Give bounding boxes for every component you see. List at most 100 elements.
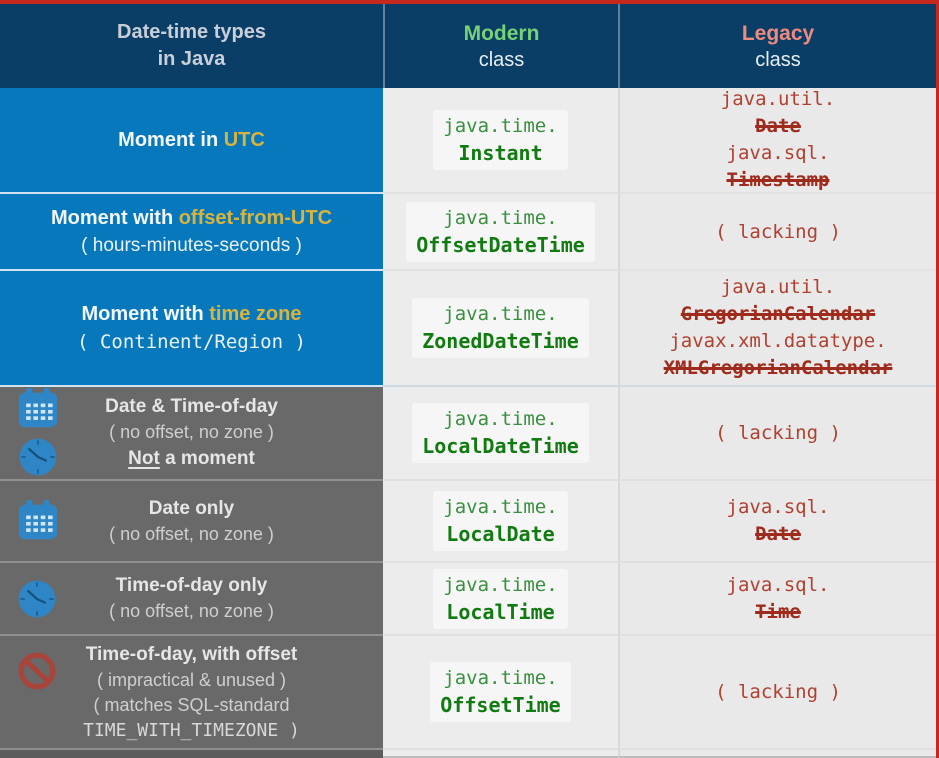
header-legacy-label: Legacy xyxy=(741,21,815,45)
modern-class: Instant xyxy=(458,141,543,165)
row-title: Time-of-day, with offset xyxy=(85,643,298,665)
calendar-icon xyxy=(18,388,58,428)
modern-class-cell: java.time. LocalDateTime xyxy=(383,387,618,481)
legacy-code: java.util. Date java.sql. Timestamp xyxy=(721,86,835,194)
row-moment-utc-label: Moment in UTC xyxy=(0,88,383,194)
modern-class: OffsetDateTime xyxy=(416,232,585,257)
row-subline: ( no offset, no zone ) xyxy=(109,601,274,621)
legacy-package: java.sql. xyxy=(726,142,830,164)
modern-package: java.time. xyxy=(443,667,558,689)
legacy-class-cell: java.util. GregorianCalendar javax.xml.d… xyxy=(618,271,936,387)
row-title-highlight: UTC xyxy=(223,129,265,151)
row-title-text: Moment in xyxy=(118,129,224,151)
row-title: Moment with offset-from-UTC xyxy=(51,204,332,232)
modern-class-cell: java.time. Instant xyxy=(383,88,618,194)
modern-package: java.time. xyxy=(443,408,558,430)
legacy-class-cell: java.sql. Time xyxy=(618,563,936,636)
row-title-highlight: offset-from-UTC xyxy=(178,207,333,229)
prohibited-icon xyxy=(18,652,56,690)
modern-code: java.time. LocalTime xyxy=(433,568,568,629)
row-date-only-label: Date only ( no offset, no zone ) xyxy=(0,481,383,563)
row-time-with-offset-label: Time-of-day, with offset ( impractical &… xyxy=(0,636,383,750)
row-moment-utc: Moment in UTC java.time. Instant java.ut… xyxy=(0,88,936,194)
header-legacy-sub: class xyxy=(755,48,801,71)
bottom-edge-right xyxy=(618,750,936,758)
calendar-icon xyxy=(18,500,58,540)
modern-class-cell: java.time. ZonedDateTime xyxy=(383,271,618,387)
row-date-time-of-day-label: Date & Time-of-day ( no offset, no zone … xyxy=(0,387,383,481)
legacy-class-struck: Date xyxy=(755,115,801,137)
modern-class: OffsetTime xyxy=(440,693,561,717)
row-icons xyxy=(16,563,58,634)
row-subline: ( impractical & unused ) xyxy=(96,669,287,690)
row-note-underlined: Not xyxy=(128,448,160,469)
header-row: Date-time types in Java Modern class Leg… xyxy=(0,4,936,88)
row-subline2: ( matches SQL-standard xyxy=(93,694,290,715)
legacy-code: java.sql. Date xyxy=(727,494,830,548)
header-types-line2: in Java xyxy=(157,48,226,70)
row-moment-zone: Moment with time zone ( Continent/Region… xyxy=(0,271,936,387)
header-modern: Modern class xyxy=(383,4,618,88)
row-title: Date & Time-of-day xyxy=(105,396,278,417)
bottom-edge-left xyxy=(0,750,383,758)
row-subline: ( hours-minutes-seconds ) xyxy=(81,235,302,256)
row-icons xyxy=(16,387,60,479)
legacy-class-cell: java.util. Date java.sql. Timestamp xyxy=(618,88,936,194)
modern-class-cell: java.time. LocalTime xyxy=(383,563,618,636)
header-modern-sub: class xyxy=(478,48,525,71)
row-moment-offset-label: Moment with offset-from-UTC ( hours-minu… xyxy=(0,194,383,271)
header-types: Date-time types in Java xyxy=(0,4,383,88)
legacy-lacking: ( lacking ) xyxy=(715,422,841,444)
legacy-class-struck: Time xyxy=(755,600,801,623)
legacy-package: java.sql. xyxy=(726,496,830,518)
legacy-package: javax.xml.datatype. xyxy=(669,330,887,352)
modern-class: LocalDateTime xyxy=(422,434,579,458)
clock-icon xyxy=(19,438,57,476)
modern-class: LocalTime xyxy=(446,599,555,624)
row-subline: ( Continent/Region ) xyxy=(77,331,306,353)
modern-package: java.time. xyxy=(443,303,558,325)
clock-icon xyxy=(18,580,56,617)
modern-class-cell: java.time. OffsetTime xyxy=(383,636,618,750)
legacy-lacking: ( lacking ) xyxy=(715,681,841,703)
modern-package: java.time. xyxy=(443,573,558,596)
legacy-class-cell: ( lacking ) xyxy=(618,387,936,481)
legacy-class-cell: java.sql. Date xyxy=(618,481,936,563)
bottom-edge-mid xyxy=(383,750,618,758)
row-subline3: TIME_WITH_TIMEZONE ) xyxy=(83,719,300,741)
row-title-text: Moment with xyxy=(81,303,210,325)
modern-code: java.time. Instant xyxy=(433,110,568,170)
modern-package: java.time. xyxy=(443,496,558,518)
legacy-code: java.util. GregorianCalendar javax.xml.d… xyxy=(664,274,893,382)
legacy-class-struck: Date xyxy=(755,523,801,545)
row-moment-zone-label: Moment with time zone ( Continent/Region… xyxy=(0,271,383,387)
row-subline: ( no offset, no zone ) xyxy=(109,422,274,442)
modern-class: LocalDate xyxy=(446,522,555,546)
row-title-highlight: time zone xyxy=(209,303,302,325)
modern-code: java.time. OffsetTime xyxy=(430,662,571,722)
legacy-package: java.sql. xyxy=(726,573,830,596)
legacy-class-struck: Timestamp xyxy=(726,169,830,191)
modern-class: ZonedDateTime xyxy=(422,329,579,353)
row-note: Not a moment xyxy=(128,445,255,472)
legacy-code: java.sql. Time xyxy=(727,572,830,626)
modern-code: java.time. ZonedDateTime xyxy=(412,298,589,358)
row-icons xyxy=(16,636,58,748)
modern-code: java.time. LocalDate xyxy=(433,491,568,551)
modern-class-cell: java.time. OffsetDateTime xyxy=(383,194,618,271)
modern-code: java.time. OffsetDateTime xyxy=(406,201,595,262)
row-title: Moment with time zone xyxy=(81,300,301,328)
header-types-line1: Date-time types xyxy=(117,21,266,43)
legacy-class-struck: XMLGregorianCalendar xyxy=(663,357,893,379)
row-time-with-offset: Time-of-day, with offset ( impractical &… xyxy=(0,636,936,750)
legacy-package: java.util. xyxy=(720,88,836,110)
legacy-lacking: ( lacking ) xyxy=(715,220,841,243)
legacy-package: java.util. xyxy=(720,276,836,298)
row-title: Date only xyxy=(148,497,235,519)
legacy-class-struck: GregorianCalendar xyxy=(680,303,876,325)
row-icons xyxy=(16,481,60,561)
modern-package: java.time. xyxy=(443,206,558,229)
modern-package: java.time. xyxy=(443,115,558,137)
row-time-only-label: Time-of-day only ( no offset, no zone ) xyxy=(0,563,383,636)
